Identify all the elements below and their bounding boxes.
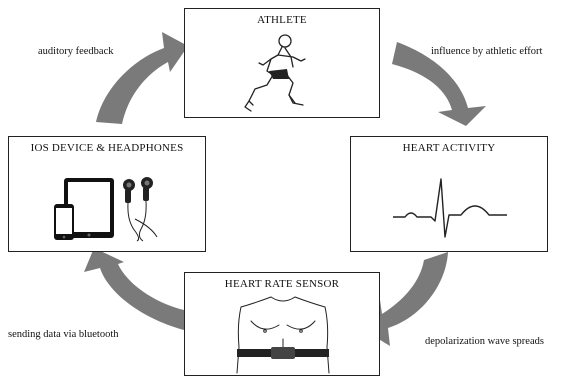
heart-activity-node: HEART ACTIVITY (350, 136, 548, 252)
heart-rate-sensor-title: HEART RATE SENSOR (224, 278, 340, 290)
arrow-device-to-athlete (96, 32, 188, 124)
heart-rate-sensor-node: HEART RATE SENSOR (184, 272, 380, 376)
arrow-athlete-to-heart (392, 42, 486, 126)
edge-label-sensor-to-device: sending data via bluetooth (8, 329, 119, 340)
ios-device-title: IOS DEVICE & HEADPHONES (30, 142, 184, 154)
earbuds-icon (123, 177, 158, 242)
arrow-heart-to-sensor (364, 252, 448, 346)
ecg-waveform (393, 178, 507, 238)
phone-icon (54, 204, 74, 240)
tablet-icon (64, 178, 114, 238)
edge-label-athlete-to-heart: influence by athletic effort (431, 46, 543, 57)
athlete-title: ATHLETE (257, 14, 307, 26)
arrow-sensor-to-device (84, 248, 184, 330)
ios-device-node: IOS DEVICE & HEADPHONES (8, 136, 206, 252)
chest-strap-illustration (236, 296, 330, 374)
heart-activity-title: HEART ACTIVITY (402, 142, 496, 154)
runner-illustration (244, 34, 306, 112)
athlete-node: ATHLETE (184, 8, 380, 118)
edge-label-device-to-athlete: auditory feedback (38, 46, 114, 57)
edge-label-heart-to-sensor: depolarization wave spreads (425, 336, 544, 347)
